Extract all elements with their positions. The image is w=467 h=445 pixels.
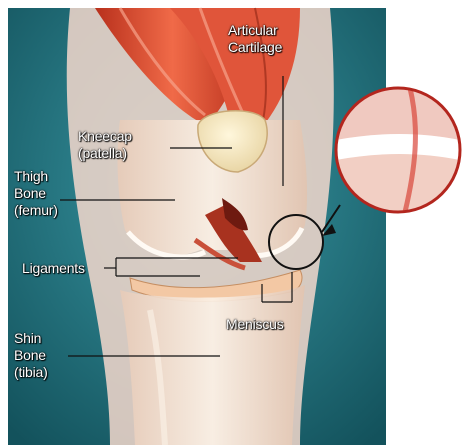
- label-articular-cartilage: Articular Cartilage: [228, 22, 282, 56]
- label-ligaments: Ligaments: [22, 260, 85, 277]
- tibia-bone: [120, 285, 305, 445]
- label-shin-bone: Shin Bone (tibia): [14, 330, 48, 381]
- label-kneecap: Kneecap (patella): [78, 128, 132, 162]
- label-thigh-bone: Thigh Bone (femur): [14, 168, 58, 219]
- label-meniscus: Meniscus: [226, 316, 284, 333]
